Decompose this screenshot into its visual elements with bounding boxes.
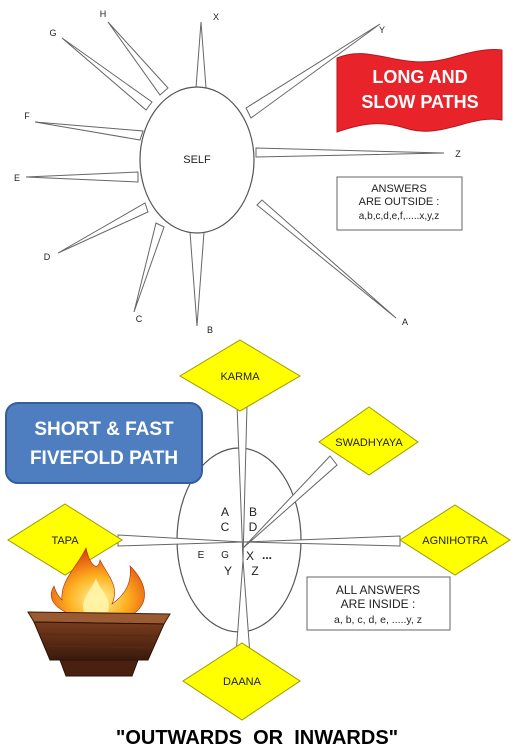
label-g: G xyxy=(49,28,56,38)
answers-inside-line1: ALL ANSWERS xyxy=(336,583,420,597)
spoke-agnihotra xyxy=(242,535,401,547)
inner-e: E xyxy=(198,550,205,561)
bowl-base xyxy=(59,659,139,677)
self-ellipse xyxy=(139,86,255,234)
spoke-b xyxy=(189,231,205,327)
inner-ellipsis: ... xyxy=(262,548,272,562)
diamond-agnihotra xyxy=(399,504,511,576)
spoke-d xyxy=(57,202,149,254)
inner-d: D xyxy=(249,520,258,534)
inner-y: Y xyxy=(224,564,232,578)
spoke-e xyxy=(25,171,139,183)
label-agnihotra: AGNIHOTRA xyxy=(422,535,488,547)
answers-outside-line3: a,b,c,d,e,f,.....x,y,z xyxy=(359,211,439,222)
label-a: A xyxy=(402,317,408,327)
caption: "OUTWARDS OR INWARDS" xyxy=(116,727,398,749)
path-labels: KARMA SWADHYAYA TAPA AGNIHOTRA DAANA xyxy=(51,371,488,688)
top-spoke-labels: X H G F E D C B A Z Y xyxy=(14,9,461,335)
bowl-step-2 xyxy=(44,645,154,649)
inner-g: G xyxy=(221,550,229,561)
label-f: F xyxy=(24,111,30,121)
spoke-swadhyaya xyxy=(242,455,338,549)
short-fast-banner-line2: FIVEFOLD PATH xyxy=(30,448,178,469)
diamond-swadhyaya xyxy=(318,406,419,476)
label-x: X xyxy=(213,12,219,22)
diamond-tapa xyxy=(7,503,123,576)
spoke-x xyxy=(195,21,207,89)
flame-inner xyxy=(83,578,109,612)
top-spokes xyxy=(25,21,445,327)
label-tapa: TAPA xyxy=(51,535,79,547)
label-c: C xyxy=(136,314,143,324)
spoke-g xyxy=(61,37,153,111)
diamond-karma xyxy=(179,339,301,412)
inner-x: X xyxy=(246,549,254,563)
short-fast-banner xyxy=(5,402,203,484)
label-swadhyaya: SWADHYAYA xyxy=(335,437,403,449)
fire-bowl-image xyxy=(27,547,171,677)
label-h: H xyxy=(100,9,107,19)
short-fast-banner-line1: SHORT & FAST xyxy=(34,419,174,440)
spoke-z xyxy=(255,147,445,158)
inner-b: B xyxy=(249,505,257,519)
path-diamonds xyxy=(7,339,511,721)
label-daana: DAANA xyxy=(223,676,262,688)
label-e: E xyxy=(14,173,20,183)
inner-letters: A B C D E G X ... Y Z xyxy=(198,505,272,578)
answers-inside-box xyxy=(306,576,451,631)
spoke-h xyxy=(107,21,169,96)
spoke-a xyxy=(256,199,397,319)
inner-a: A xyxy=(221,505,229,519)
label-d: D xyxy=(44,252,51,262)
diamond-daana xyxy=(182,642,301,721)
long-slow-banner-line1: LONG AND xyxy=(372,67,467,87)
answers-outside-line1: ANSWERS xyxy=(371,183,427,195)
long-slow-banner-line2: SLOW PATHS xyxy=(361,92,478,112)
spoke-y xyxy=(245,23,381,119)
label-karma: KARMA xyxy=(220,371,260,383)
long-slow-banner xyxy=(336,49,503,133)
answers-outside-line2: ARE OUTSIDE : xyxy=(359,196,440,208)
answers-inside-line2: ARE INSIDE : xyxy=(341,597,416,611)
label-z: Z xyxy=(455,149,461,159)
bowl-step-1 xyxy=(39,633,159,637)
inner-z: Z xyxy=(251,564,258,578)
self-label: SELF xyxy=(183,154,211,166)
label-y: Y xyxy=(379,25,385,35)
inner-c: C xyxy=(221,520,230,534)
answers-inside-line3: a, b, c, d, e, .....y, z xyxy=(334,614,422,626)
spoke-f xyxy=(34,121,144,141)
bowl-body xyxy=(33,621,165,661)
fivefold-spokes xyxy=(117,404,401,656)
label-b: B xyxy=(207,325,213,335)
answers-outside-box xyxy=(336,176,463,231)
spoke-c xyxy=(133,222,165,313)
